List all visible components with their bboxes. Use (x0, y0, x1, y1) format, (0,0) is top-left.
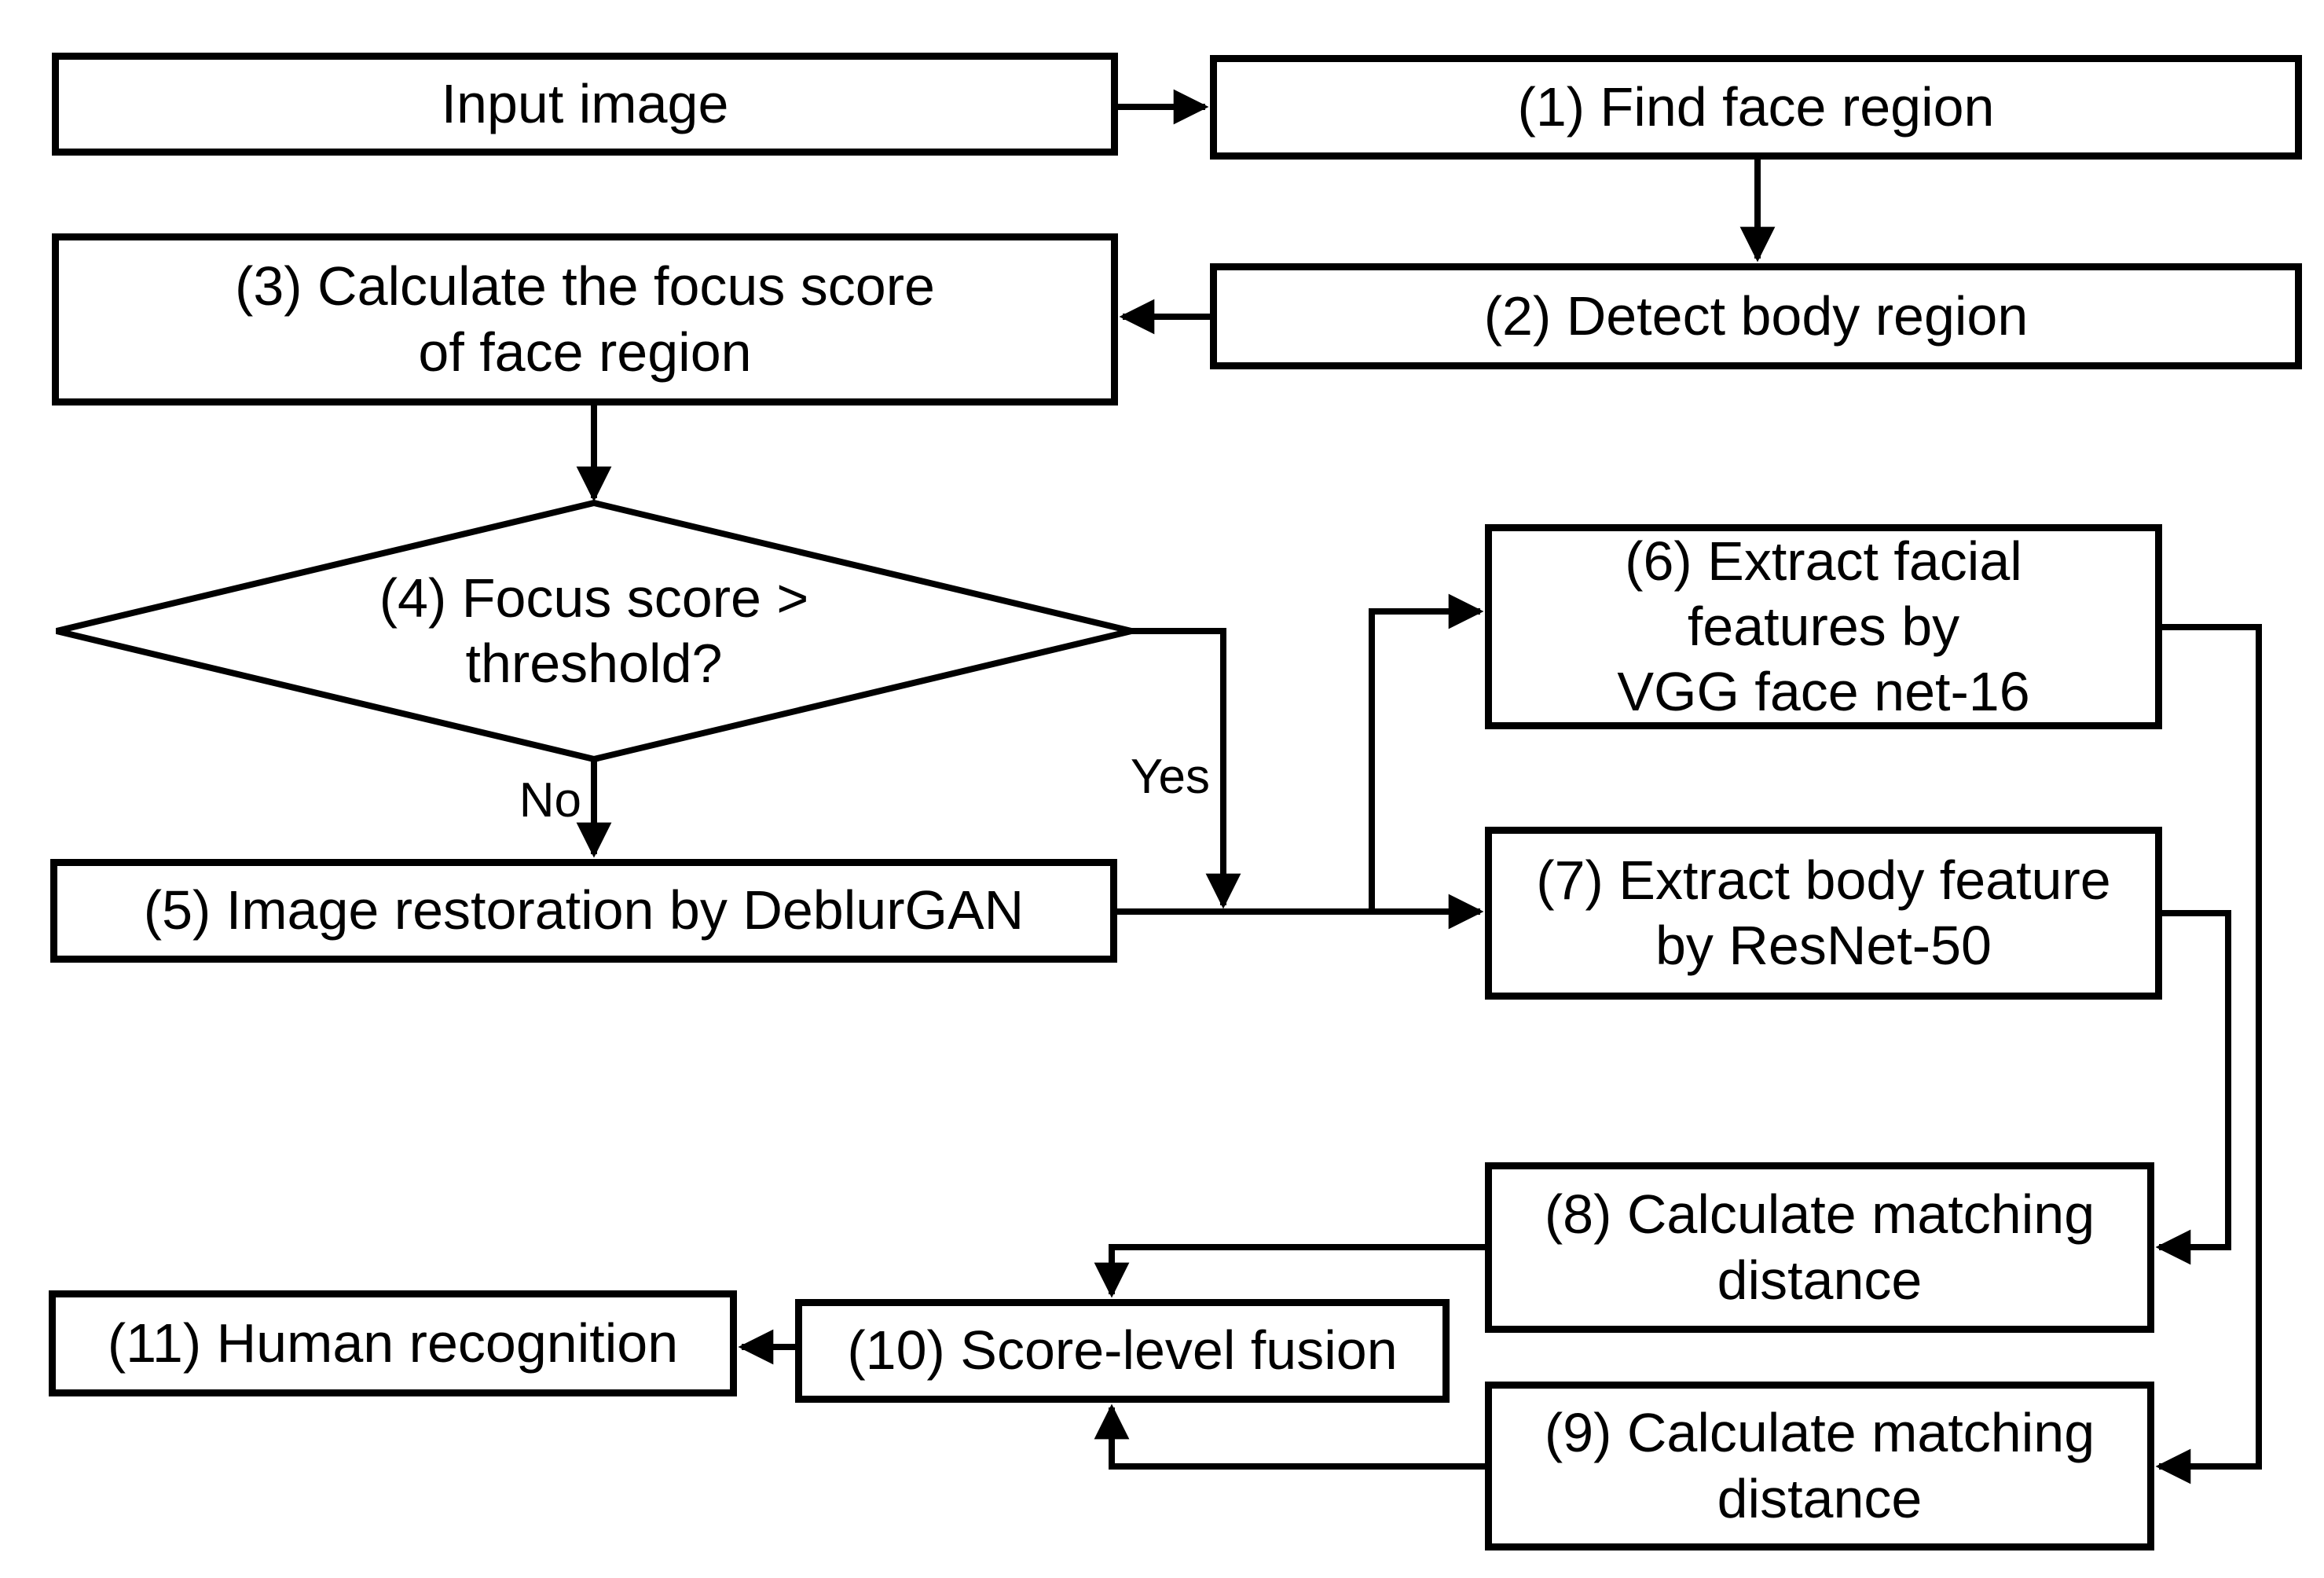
yes-branch-label: Yes (1130, 750, 1210, 804)
edge-4-yes-branch (1131, 628, 1241, 909)
node-10-score-level-fusion: (10) Score-level fusion (795, 1299, 1450, 1403)
no-branch-label: No (519, 773, 581, 828)
node-7-extract-body-feature: (7) Extract body feature by ResNet-50 (1485, 827, 2162, 1000)
edge-6-to-9 (2155, 624, 2262, 1484)
node-2-detect-body-region: (2) Detect body region (1210, 263, 2302, 369)
edge-branch-to-6 (1369, 593, 1484, 912)
node-9-calculate-matching-distance: (9) Calculate matching distance (1485, 1382, 2154, 1550)
edge-8-to-10 (1094, 1244, 1485, 1298)
node-8-calculate-matching-distance: (8) Calculate matching distance (1485, 1162, 2154, 1333)
node-11-human-recognition: (11) Human recognition (49, 1290, 737, 1396)
node-6-extract-facial-features: (6) Extract facial features by VGG face … (1485, 524, 2162, 729)
node-4-focus-score-threshold: (4) Focus score > threshold? (379, 567, 809, 694)
node-input-image: Input image (52, 53, 1118, 156)
node-3-calculate-focus-score: (3) Calculate the focus score of face re… (52, 233, 1118, 406)
node-5-image-restoration-deblurgan: (5) Image restoration by DeblurGAN (50, 859, 1117, 963)
node-1-find-face-region: (1) Find face region (1210, 55, 2302, 160)
edge-9-to-10 (1094, 1404, 1485, 1470)
edge-7-to-8 (2155, 910, 2231, 1265)
